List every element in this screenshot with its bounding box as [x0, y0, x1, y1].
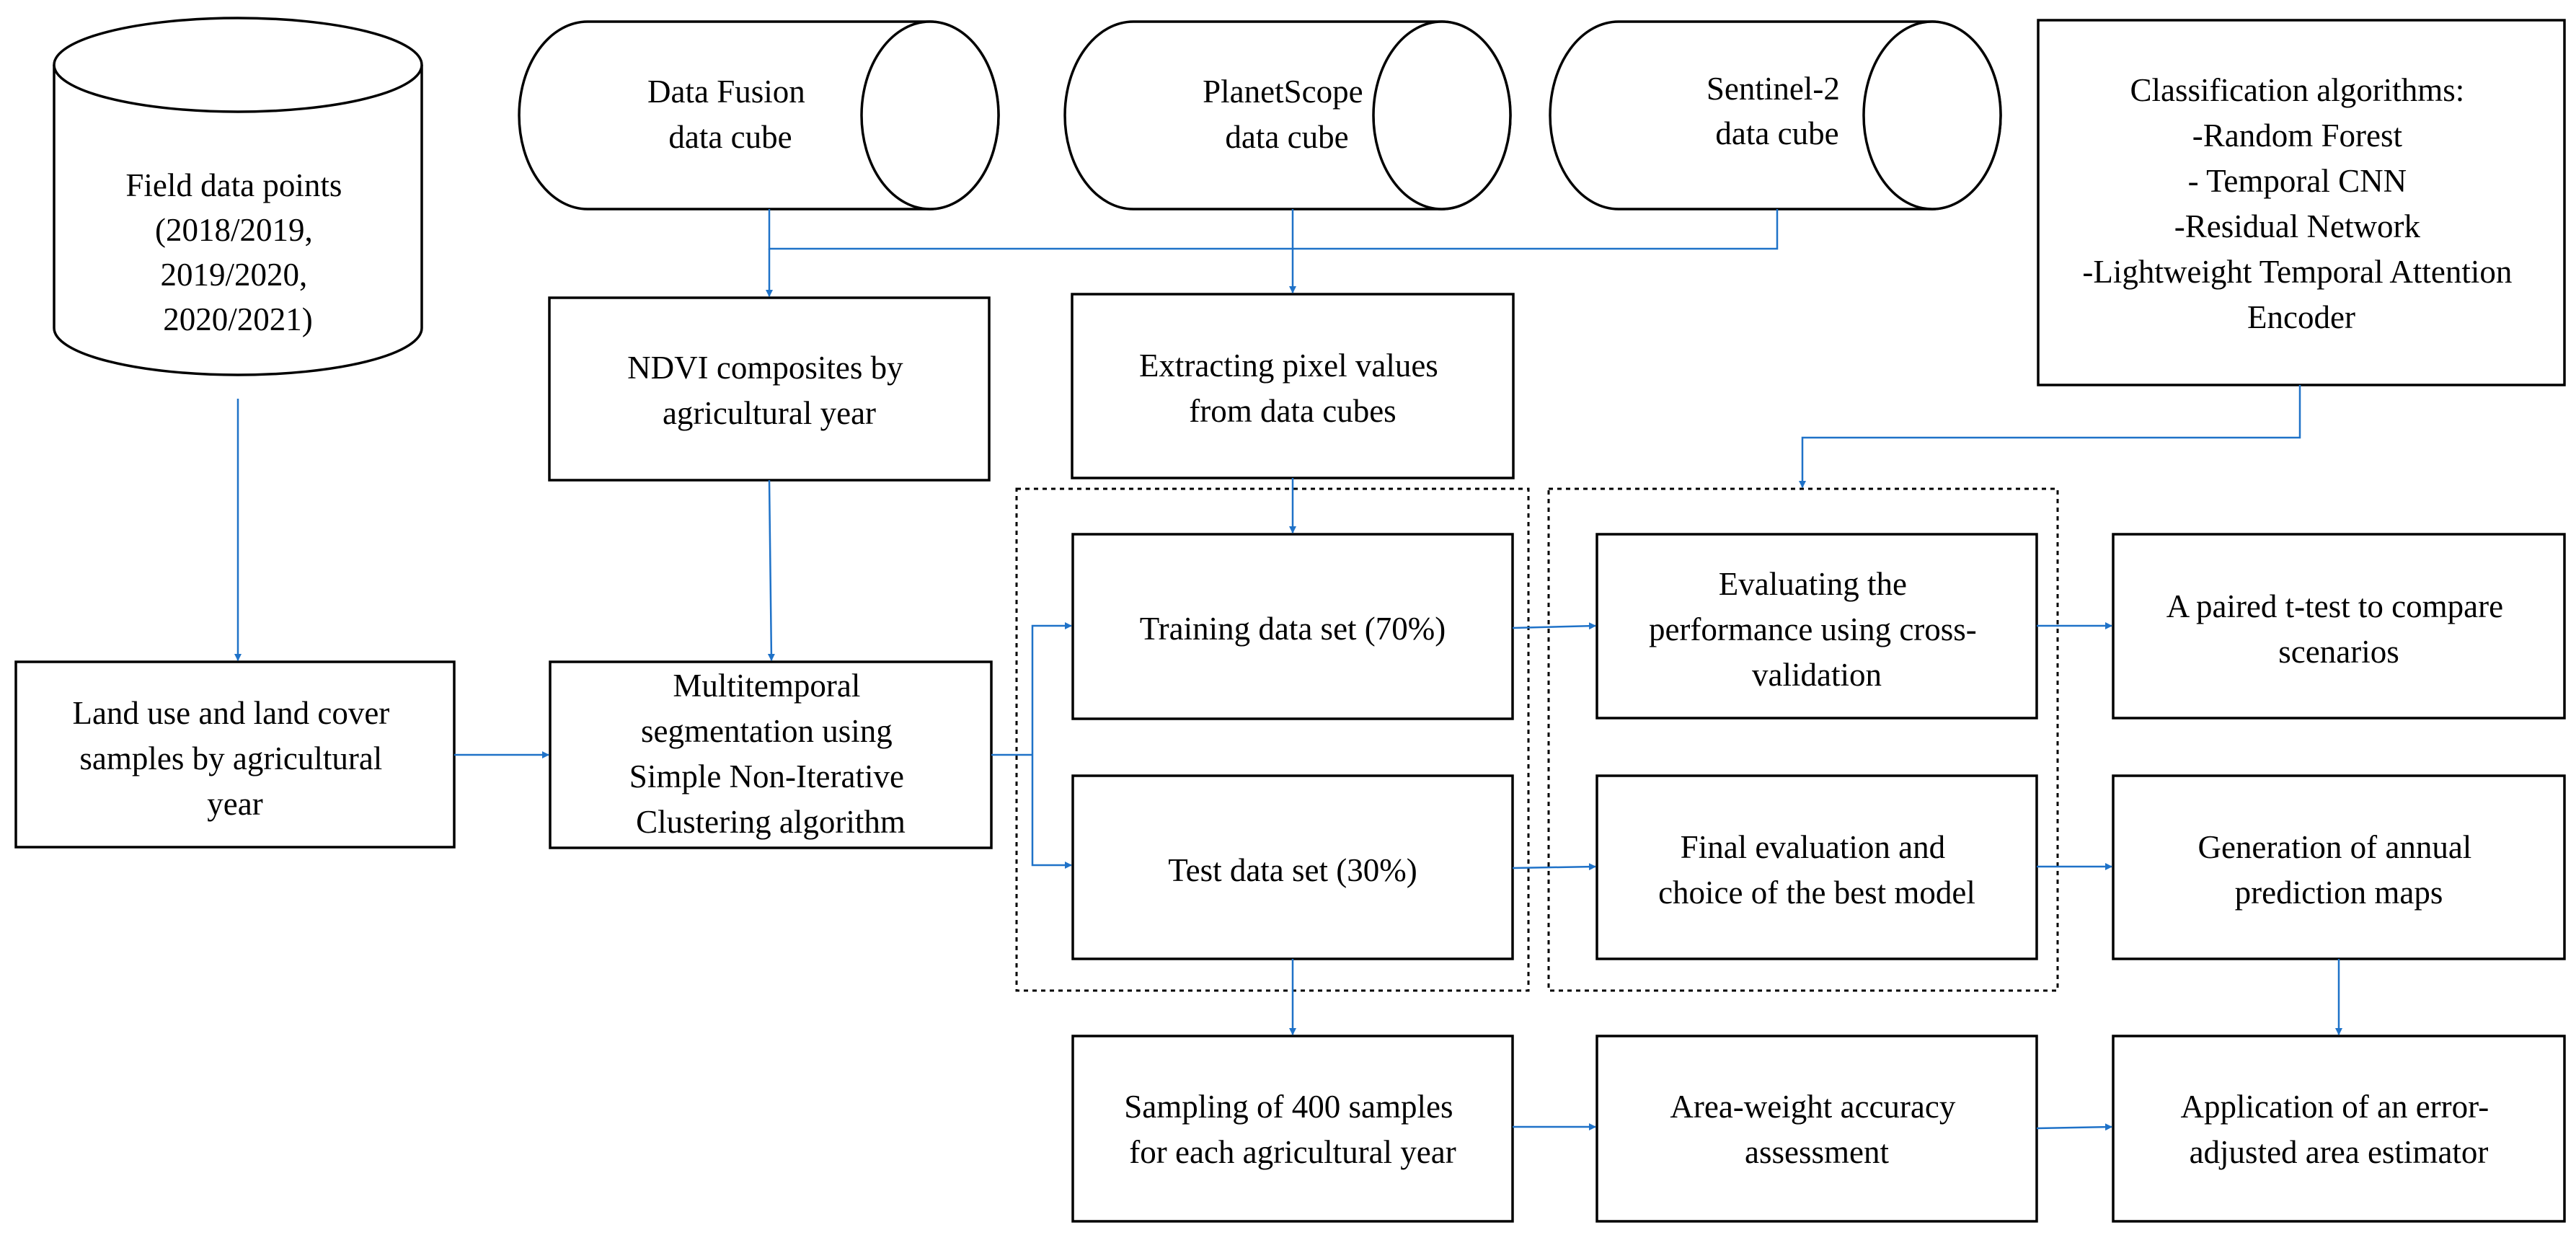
land-use-samples-label: Land use and land cover samples by agric… [72, 695, 397, 822]
final-evaluation-box: Final evaluation and choice of the best … [1595, 774, 2038, 960]
data-fusion-cube: Data Fusion data cube [518, 20, 1000, 211]
prediction-maps-box: Generation of annual prediction maps [2112, 774, 2566, 960]
cubes-collector-line [768, 209, 1779, 250]
test-data-set-box: Test data set (30%) [1071, 774, 1514, 960]
accuracy-assessment-label: Area-weight accuracy assessment [1670, 1089, 1963, 1170]
planetscope-cube: PlanetScope data cube [1063, 20, 1512, 211]
sentinel-2-cube: Sentinel-2 data cube [1549, 20, 2002, 211]
sampling-label: Sampling of 400 samples for each agricul… [1124, 1089, 1461, 1170]
arrow-segmentation-to-test [1031, 755, 1072, 869]
classification-algorithms-box: Classification algorithms: -Random Fores… [2037, 19, 2566, 386]
prediction-maps-label: Generation of annual prediction maps [2197, 829, 2479, 911]
paired-t-test-label: A paired t-test to compare scenarios [2166, 588, 2512, 670]
arrow-accuracy-to-estimator [2036, 1123, 2112, 1131]
planetscope-label: PlanetScope data cube [1203, 74, 1371, 155]
segmentation-box: Multitemporal segmentation using Simple … [549, 660, 993, 849]
evaluation-group [1547, 487, 2059, 992]
field-data-label: Field data points (2018/2019, 2019/2020,… [125, 167, 350, 337]
test-data-set-label: Test data set (30%) [1168, 852, 1417, 888]
arrow-test-to-final [1512, 863, 1596, 871]
extracting-pixel-values-label: Extracting pixel values from data cubes [1139, 348, 1446, 429]
arrow-training-to-evaluating [1512, 622, 1596, 630]
data-fusion-label: Data Fusion data cube [647, 74, 813, 155]
sentinel-2-label: Sentinel-2 data cube [1707, 71, 1848, 151]
area-estimator-label: Application of an error- adjusted area e… [2181, 1089, 2497, 1170]
ndvi-composites-box: NDVI composites by agricultural year [548, 296, 991, 482]
ndvi-composites-label: NDVI composites by agricultural year [627, 350, 911, 431]
evaluating-performance-label: Evaluating the performance using cross- … [1649, 566, 1985, 693]
field-data-cylinder: Field data points (2018/2019, 2019/2020,… [53, 17, 423, 376]
final-evaluation-label: Final evaluation and choice of the best … [1658, 829, 1975, 911]
arrow-ndvi-to-segmentation [767, 479, 775, 661]
evaluating-performance-box: Evaluating the performance using cross- … [1595, 533, 2038, 720]
area-estimator-box: Application of an error- adjusted area e… [2112, 1035, 2566, 1223]
training-data-set-label: Training data set (70%) [1140, 611, 1446, 647]
arrow-segmentation-to-training [1031, 622, 1072, 755]
accuracy-assessment-box: Area-weight accuracy assessment [1595, 1035, 2038, 1223]
extracting-pixel-values-box: Extracting pixel values from data cubes [1071, 293, 1515, 479]
data-split-group [1015, 487, 1530, 992]
land-use-samples-box: Land use and land cover samples by agric… [14, 660, 456, 849]
training-data-set-box: Training data set (70%) [1071, 533, 1514, 720]
arrow-algorithms-to-evaluation [1799, 385, 2301, 488]
paired-t-test-box: A paired t-test to compare scenarios [2112, 533, 2566, 720]
segmentation-label: Multitemporal segmentation using Simple … [629, 668, 912, 840]
sampling-box: Sampling of 400 samples for each agricul… [1071, 1035, 1514, 1223]
classification-algorithms-label: Classification algorithms: -Random Fores… [2082, 72, 2520, 335]
